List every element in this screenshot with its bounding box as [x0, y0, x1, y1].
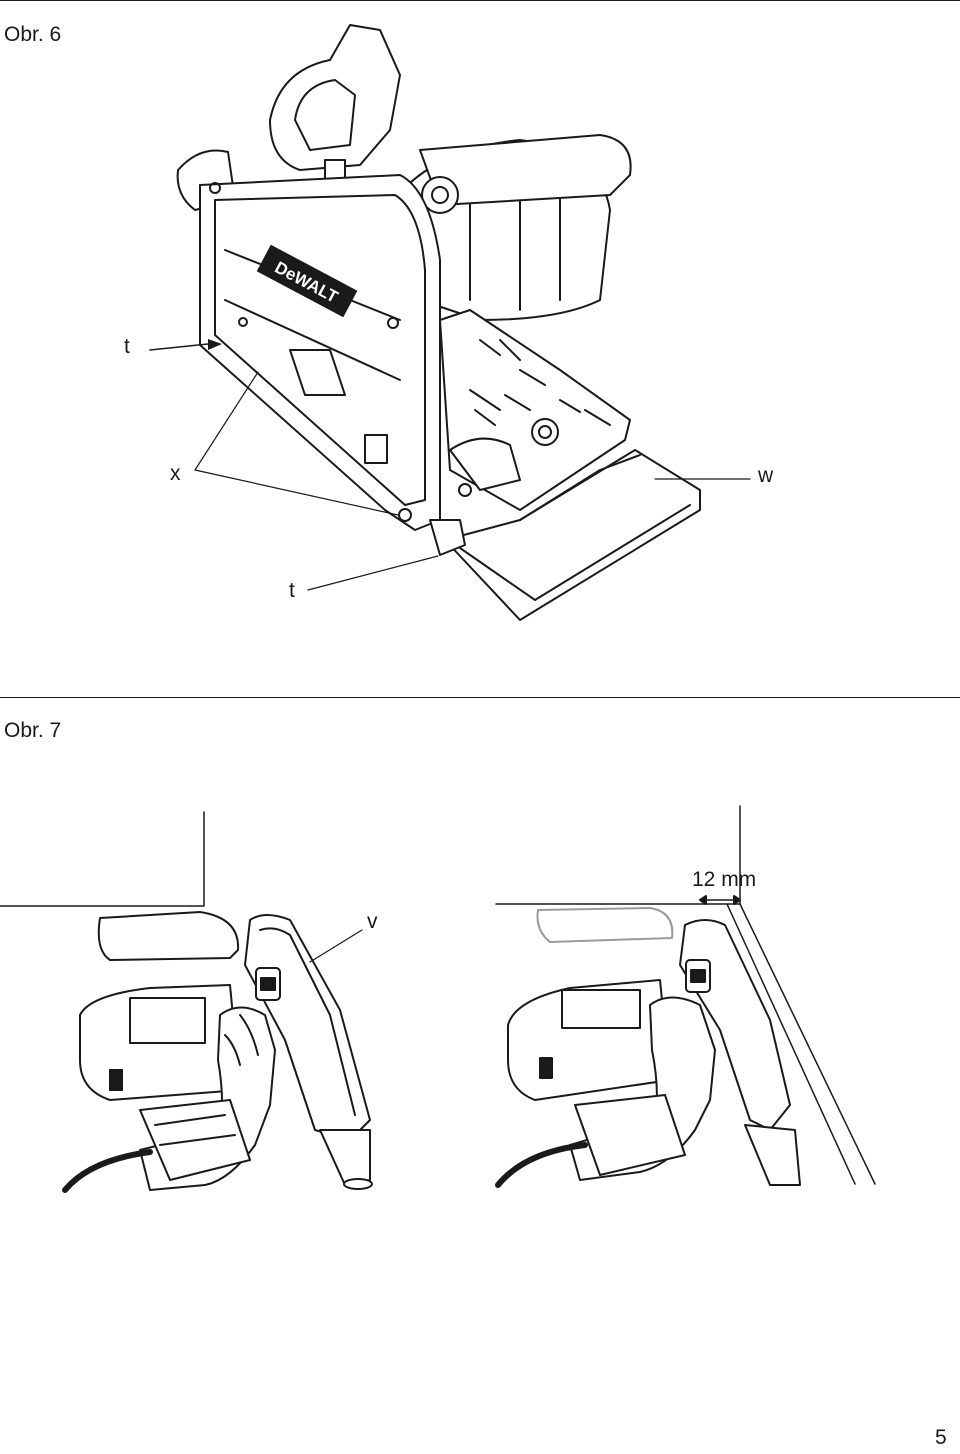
dust-port — [745, 1125, 800, 1185]
top-rule — [0, 0, 960, 1]
figure-6-saw-drawing: DeWALT — [0, 0, 960, 690]
arrow-head-t — [208, 339, 222, 350]
wall-corner — [0, 812, 204, 906]
figure-7-title: Obr. 7 — [4, 719, 62, 742]
power-cable — [498, 1145, 585, 1185]
figure-divider — [0, 697, 960, 698]
page-number: 5 — [935, 1426, 947, 1449]
callout-v: v — [367, 910, 378, 933]
figure-7-left-drawing — [0, 800, 420, 1200]
power-cable — [65, 1152, 150, 1190]
handle-knob — [422, 177, 458, 213]
top-handle — [270, 25, 400, 170]
base-plate — [575, 1095, 685, 1175]
figure-6-title: Obr. 6 — [4, 23, 62, 46]
rear-handle — [420, 135, 631, 205]
rear-handle — [99, 912, 238, 960]
dust-port — [320, 1130, 370, 1185]
callout-w: w — [758, 464, 774, 487]
rear-handle — [538, 908, 673, 942]
callout-t-bottom: t — [289, 579, 295, 602]
figure-7-right-drawing — [490, 800, 910, 1200]
measurement-label: 12 mm — [692, 868, 757, 891]
callout-t-top: t — [124, 335, 130, 358]
callout-x: x — [170, 462, 181, 485]
